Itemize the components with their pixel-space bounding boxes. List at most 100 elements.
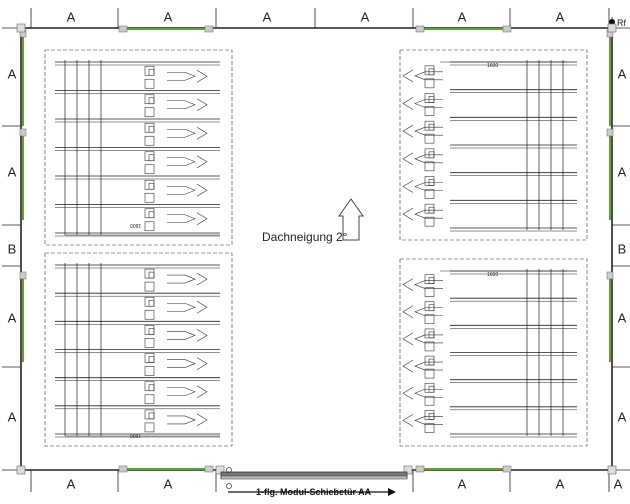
seating-block-tl-chair bbox=[148, 182, 155, 190]
seating-block-tr-chair bbox=[424, 65, 435, 76]
seating-block-bl-table bbox=[196, 300, 208, 314]
corner-post bbox=[607, 23, 617, 33]
door-arrow-head bbox=[388, 488, 396, 496]
seating-block-bl-table bbox=[196, 413, 208, 427]
wall-label-right-3: B bbox=[617, 241, 627, 257]
seating-block-br-chair bbox=[424, 410, 435, 420]
seating-block-tl-table bbox=[167, 128, 196, 138]
window-frame-top bbox=[502, 25, 512, 33]
dimension-label-tl: 1600 bbox=[130, 222, 142, 228]
seating-block-tr-outline bbox=[399, 49, 588, 241]
wall-label-top-4: A bbox=[360, 9, 370, 25]
seating-block-bl-chair bbox=[144, 409, 155, 420]
wall-label-top-1: A bbox=[66, 9, 76, 25]
seating-block-bl-table bbox=[196, 329, 208, 342]
seating-block-bl-chair bbox=[144, 325, 155, 335]
seating-block-tl-chair bbox=[144, 179, 155, 190]
seating-block-tr-table bbox=[402, 180, 414, 193]
seating-block-tr-table bbox=[402, 207, 414, 221]
seating-block-bl-chair bbox=[148, 328, 155, 335]
seating-block-br-table bbox=[402, 359, 414, 373]
window-frame-top bbox=[415, 25, 425, 33]
wall-label-left-5: A bbox=[7, 409, 17, 425]
corner-post bbox=[403, 465, 413, 475]
seating-block-bl-chair bbox=[144, 366, 155, 376]
seating-block-tr bbox=[399, 49, 588, 241]
seating-block-br-table bbox=[414, 361, 443, 371]
wall-label-right-4: A bbox=[617, 310, 627, 326]
seating-block-bl-chair bbox=[144, 394, 155, 405]
seating-block-tl-chair bbox=[144, 94, 155, 105]
seating-block-tl-chair bbox=[144, 78, 155, 89]
corner-post bbox=[16, 465, 26, 475]
seating-block-br-table bbox=[414, 280, 443, 289]
seating-block-tr-chair bbox=[424, 203, 435, 214]
window-frame-left bbox=[19, 128, 27, 137]
seating-block-tr-table bbox=[402, 152, 414, 166]
window-frame-top bbox=[204, 25, 214, 33]
seating-block-bl-chair bbox=[148, 412, 155, 420]
seating-block-bl bbox=[44, 252, 233, 447]
seating-block-tr-chair bbox=[424, 78, 435, 89]
seating-block-br-table bbox=[414, 388, 443, 398]
seating-block-br-chair bbox=[424, 274, 435, 284]
seating-block-br-chair bbox=[424, 341, 435, 352]
seating-block-bl-chair bbox=[148, 384, 155, 392]
seating-block-tl-chair bbox=[148, 97, 155, 105]
dimension-label-tr: 1600 bbox=[487, 63, 499, 69]
wall-label-top-5: A bbox=[457, 9, 467, 25]
seating-block-bl-chair bbox=[144, 353, 155, 363]
seating-block-bl-chair bbox=[144, 268, 155, 279]
seating-block-tl-table bbox=[167, 214, 196, 224]
seating-block-tr-table bbox=[414, 182, 443, 191]
seating-block-tr-chair bbox=[424, 189, 435, 199]
wall-label-bottom-1: A bbox=[66, 476, 76, 492]
seating-block-tr-table bbox=[402, 69, 414, 83]
seating-block-br-chair bbox=[424, 287, 435, 297]
seating-block-br-chair bbox=[424, 355, 435, 366]
seating-block-tl-chair bbox=[144, 65, 155, 76]
seating-block-bl-chair bbox=[148, 356, 155, 363]
window-frame-left bbox=[19, 271, 27, 280]
seating-block-tl-table bbox=[167, 157, 196, 167]
seating-block-tl-table bbox=[196, 183, 208, 197]
window-frame-bottom bbox=[118, 465, 128, 473]
seating-block-bl-chair bbox=[144, 338, 155, 348]
wall-label-right-5: A bbox=[617, 409, 627, 425]
seating-block-bl-chair bbox=[148, 271, 155, 279]
door-roller bbox=[226, 483, 232, 489]
seating-block-tl-chair bbox=[148, 68, 155, 76]
wall-label-right-1: A bbox=[617, 66, 627, 82]
seating-block-tl-table bbox=[167, 185, 196, 195]
wall-label-bottom-2: A bbox=[163, 476, 173, 492]
seating-block-tl-chair bbox=[148, 125, 155, 133]
corner-post bbox=[215, 465, 225, 475]
seating-block-bl-table bbox=[196, 272, 208, 286]
seating-block-br-chair bbox=[424, 382, 435, 393]
seating-block-tr-chair bbox=[424, 106, 435, 116]
wall-label-left-4: A bbox=[7, 310, 17, 326]
seating-block-bl-table bbox=[167, 302, 196, 312]
seating-block-tr-table bbox=[402, 124, 414, 138]
seating-block-tr-chair bbox=[424, 176, 435, 186]
window-frame-top bbox=[118, 25, 128, 33]
seating-block-bl-chair bbox=[144, 422, 155, 433]
seating-block-bl-table bbox=[167, 274, 196, 284]
seating-block-br-table bbox=[414, 416, 443, 425]
seating-block-tr-chair bbox=[424, 120, 435, 131]
wall-label-left-2: A bbox=[7, 164, 17, 180]
seating-block-bl-chair bbox=[144, 381, 155, 392]
wall-label-top-6: A bbox=[555, 9, 565, 25]
window-frame-bottom bbox=[502, 465, 512, 473]
seating-block-tl-chair bbox=[144, 208, 155, 219]
seating-block-bl-outline bbox=[44, 252, 233, 447]
seating-block-br-table bbox=[402, 305, 414, 319]
wall-label-top-2: A bbox=[163, 9, 173, 25]
seating-block-tr-chair bbox=[424, 161, 435, 172]
wall-label-bottom-3: A bbox=[457, 476, 467, 492]
wall-label-right-2: A bbox=[617, 164, 627, 180]
seating-block-tl-chair bbox=[144, 164, 155, 175]
seating-block-tl-table bbox=[167, 100, 196, 110]
seating-block-bl-table bbox=[167, 387, 196, 397]
seating-block-bl-chair bbox=[148, 299, 155, 307]
